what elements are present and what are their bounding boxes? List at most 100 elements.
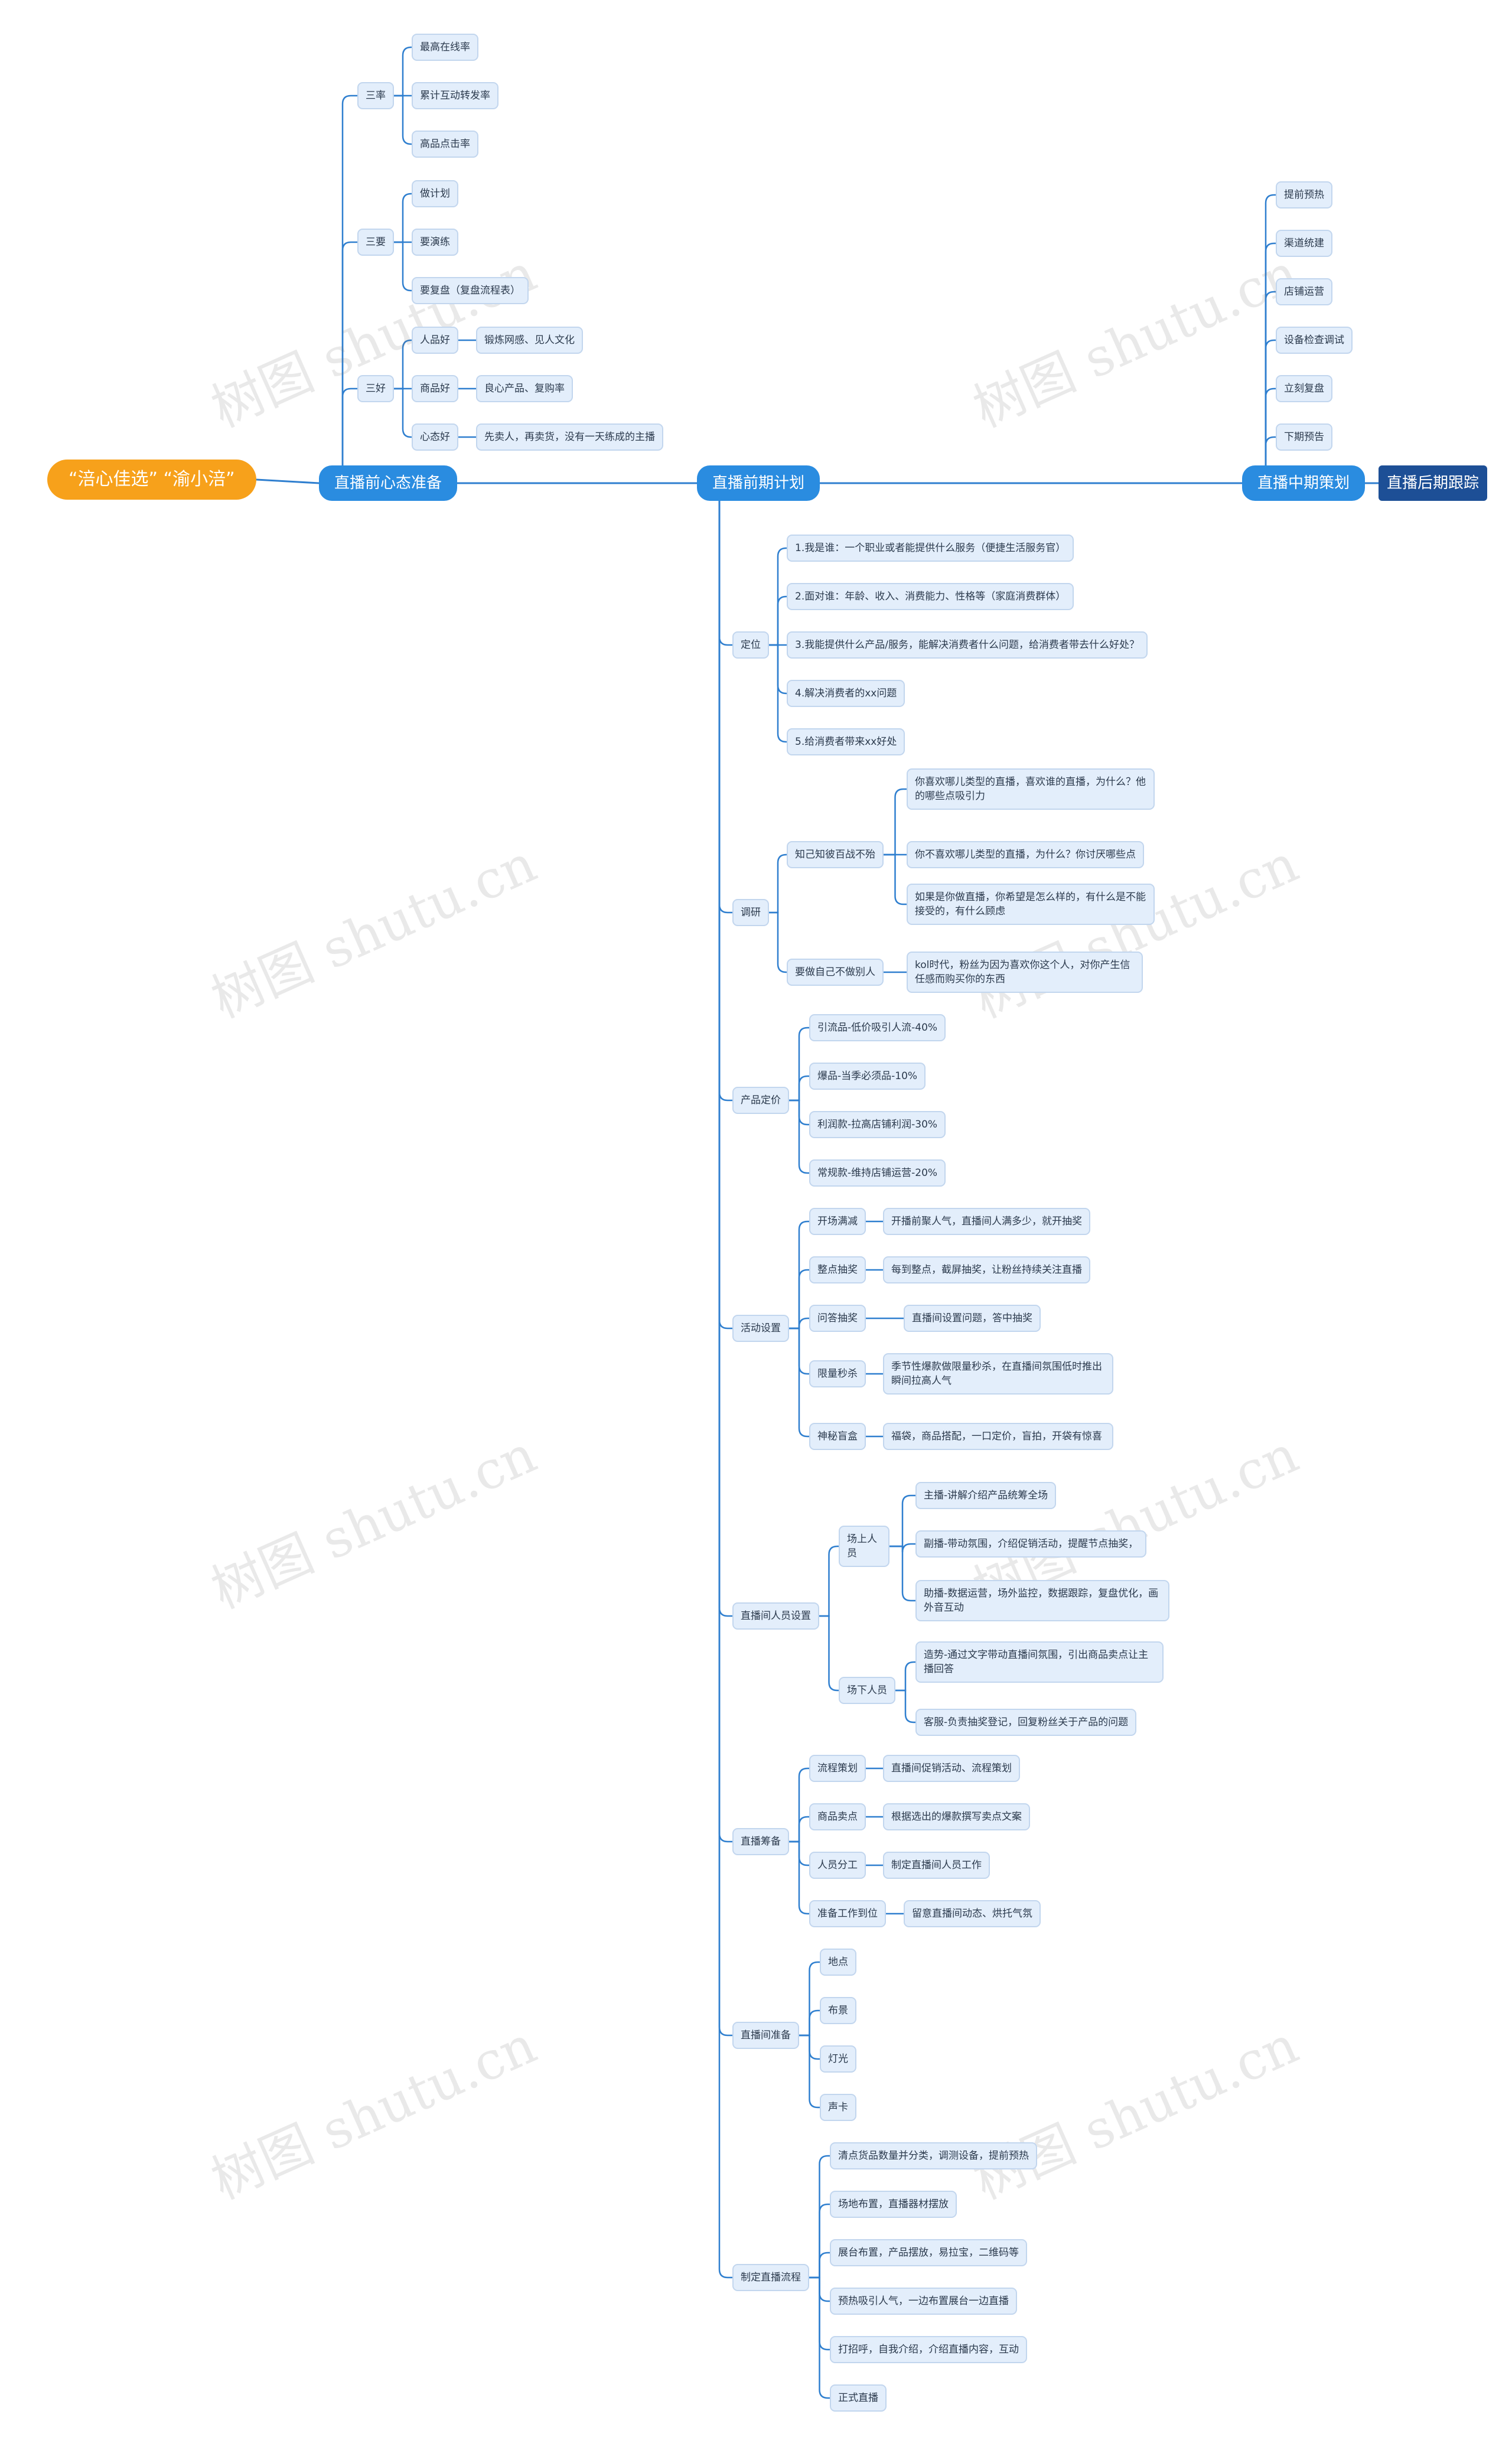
mind-map-node-lc1[interactable]: 清点货品数量并分类，调测设备，提前预热 — [830, 2142, 1037, 2169]
mind-map-node-ry1[interactable]: 场上人员 — [839, 1526, 889, 1567]
mind-map-node-hd1[interactable]: 开场满减 — [809, 1208, 866, 1235]
connector — [718, 482, 734, 2279]
mind-map-node-cb4[interactable]: 准备工作到位 — [809, 1900, 886, 1927]
connector — [818, 1545, 840, 1617]
mind-map-node-cb3[interactable]: 人员分工 — [809, 1852, 866, 1879]
connector — [894, 1689, 917, 1724]
mind-map-node-hd1a[interactable]: 开播前聚人气，直播间人满多少，就开抽奖 — [883, 1208, 1090, 1235]
mind-map-node-dw5[interactable]: 5.给消费者带来xx好处 — [787, 728, 905, 755]
mind-map-node-cb[interactable]: 直播筹备 — [732, 1828, 789, 1855]
mind-map-node-dy2[interactable]: 要做自己不做别人 — [787, 959, 884, 986]
mind-map-node-dw2[interactable]: 2.面对谁：年龄、收入、消费能力、性格等（家庭消费群体） — [787, 583, 1074, 610]
mind-map-node-cb1a[interactable]: 直播间促销活动、流程策划 — [883, 1755, 1020, 1782]
mind-map-node-ry2b[interactable]: 客服-负责抽奖登记，回复粉丝关于产品的问题 — [915, 1709, 1137, 1736]
mind-map-node-hd4a[interactable]: 季节性爆款做限量秒杀，在直播间氛围低时推出瞬间拉高人气 — [883, 1353, 1113, 1395]
mind-map-node-sy3[interactable]: 要复盘（复盘流程表） — [412, 277, 529, 304]
mind-map-node-cb2[interactable]: 商品卖点 — [809, 1803, 866, 1830]
mind-map-node-sh3a[interactable]: 先卖人，再卖货，没有一天练成的主播 — [476, 423, 663, 451]
mind-map-node-sy[interactable]: 三要 — [357, 229, 394, 256]
mind-map-node-hd[interactable]: 活动设置 — [732, 1315, 789, 1342]
mind-map-node-hd5[interactable]: 神秘盲盒 — [809, 1423, 866, 1450]
mind-map-node-dw4[interactable]: 4.解决消费者的xx问题 — [787, 680, 905, 707]
mind-map-node-sh[interactable]: 三好 — [357, 375, 394, 402]
connector — [788, 1027, 810, 1102]
mind-map-node-cb4a[interactable]: 留意直播间动态、烘托气氛 — [904, 1900, 1041, 1927]
connector — [788, 1099, 810, 1174]
mind-map-node-b2[interactable]: 直播前期计划 — [697, 465, 820, 501]
mind-map-node-sl2[interactable]: 累计互动转发率 — [412, 82, 498, 109]
mind-map-node-m1[interactable]: 提前预热 — [1276, 181, 1332, 208]
mind-map-node-lc6[interactable]: 正式直播 — [830, 2384, 887, 2412]
connector — [788, 1269, 810, 1330]
mind-map-node-lc3[interactable]: 展台布置，产品摆放，易拉宝，二维码等 — [830, 2239, 1027, 2266]
mind-map-node-sh1a[interactable]: 锻炼网感、见人文化 — [476, 327, 583, 354]
mind-map-node-m6[interactable]: 下期预告 — [1276, 423, 1332, 451]
mind-map-node-m3[interactable]: 店铺运营 — [1276, 278, 1332, 305]
mind-map-node-sl3[interactable]: 高品点击率 — [412, 131, 478, 158]
connector — [882, 853, 908, 905]
mind-map-node-dw3[interactable]: 3.我能提供什么产品/服务，能解决消费者什么问题，给消费者带去什么好处？ — [787, 631, 1148, 659]
mind-map-node-zb2[interactable]: 布景 — [820, 1997, 856, 2024]
mind-map-node-hd3a[interactable]: 直播间设置问题，答中抽奖 — [904, 1305, 1041, 1332]
mind-map-node-ry2a[interactable]: 造势-通过文字带动直播间氛围，引出商品卖点让主播回答 — [915, 1641, 1164, 1683]
mind-map-node-zb1[interactable]: 地点 — [820, 1949, 856, 1976]
mind-map-node-dy1c[interactable]: 如果是你做直播，你希望是怎么样的，有什么是不能接受的，有什么顾虑 — [907, 884, 1155, 925]
mind-map-node-zb4[interactable]: 声卡 — [820, 2094, 856, 2121]
mind-map-node-sh2[interactable]: 商品好 — [412, 375, 458, 402]
mind-map-node-zb[interactable]: 直播间准备 — [732, 2022, 799, 2049]
mind-map-node-zb3[interactable]: 灯光 — [820, 2045, 856, 2073]
mind-map-node-ry2[interactable]: 场下人员 — [839, 1677, 895, 1704]
connector — [718, 482, 734, 1330]
mind-map-node-dw1[interactable]: 1.我是谁：一个职业或者能提供什么服务（便捷生活服务官） — [787, 535, 1074, 562]
mind-map-node-sl[interactable]: 三率 — [357, 82, 394, 109]
mind-map-node-hd2[interactable]: 整点抽奖 — [809, 1256, 866, 1283]
mind-map-node-cb1[interactable]: 流程策划 — [809, 1755, 866, 1782]
mind-map-node-ry1a[interactable]: 主播-讲解介绍产品统筹全场 — [915, 1482, 1057, 1509]
mind-map-node-sy2[interactable]: 要演练 — [412, 229, 458, 256]
mind-map-node-sh2a[interactable]: 良心产品、复购率 — [476, 375, 573, 402]
mind-map-node-dy2a[interactable]: kol时代，粉丝为因为喜欢你这个人，对你产生信任感而购买你的东西 — [907, 952, 1143, 993]
mind-map-node-b4[interactable]: 直播后期跟踪 — [1379, 465, 1488, 501]
mind-map-node-hd2a[interactable]: 每到整点，截屏抽奖，让粉丝持续关注直播 — [883, 1256, 1090, 1283]
mind-map-node-dy1[interactable]: 知己知彼百战不殆 — [787, 841, 884, 868]
mind-map-node-cp[interactable]: 产品定价 — [732, 1087, 789, 1114]
mind-map-node-ry[interactable]: 直播间人员设置 — [732, 1602, 819, 1630]
mind-map-node-ry1c[interactable]: 助播-数据运营，场外监控，数据跟踪，复盘优化，画外音互动 — [915, 1580, 1169, 1621]
mind-map-node-sl1[interactable]: 最高在线率 — [412, 34, 478, 61]
mind-map-node-hd5a[interactable]: 福袋，商品搭配，一口定价，盲拍，开袋有惊喜 — [883, 1423, 1113, 1450]
connector — [888, 1545, 917, 1602]
mind-map-node-hd4[interactable]: 限量秒杀 — [809, 1360, 866, 1387]
mind-map-node-dw[interactable]: 定位 — [732, 631, 769, 659]
mind-map-node-cp3[interactable]: 利润款-拉高店铺利润-30% — [809, 1111, 946, 1138]
mind-map-node-b3[interactable]: 直播中期策划 — [1242, 465, 1366, 501]
mind-map-node-ry1b[interactable]: 副播-带动氛围，介绍促销活动，提醒节点抽奖， — [915, 1530, 1147, 1558]
connector — [393, 241, 413, 292]
mind-map-node-b1[interactable]: 直播前心态准备 — [319, 465, 458, 501]
mind-map-node-cp2[interactable]: 爆品-当季必须品-10% — [809, 1063, 926, 1090]
mind-map-node-sh3[interactable]: 心态好 — [412, 423, 458, 451]
mind-map-node-dy1b[interactable]: 你不喜欢哪儿类型的直播，为什么？你讨厌哪些点 — [907, 841, 1144, 868]
mind-map-node-sh1[interactable]: 人品好 — [412, 327, 458, 354]
mind-map-node-lc4[interactable]: 预热吸引人气，一边布置展台一边直播 — [830, 2288, 1017, 2315]
mind-map-node-dy1a[interactable]: 你喜欢哪儿类型的直播，喜欢谁的直播，为什么？他的哪些点吸引力 — [907, 768, 1155, 810]
mind-map-node-cb2a[interactable]: 根据选出的爆款撰写卖点文案 — [883, 1803, 1030, 1830]
mind-map-node-lc5[interactable]: 打招呼，自我介绍，介绍直播内容，互动 — [830, 2336, 1027, 2363]
mind-map-node-cb3a[interactable]: 制定直播间人员工作 — [883, 1852, 990, 1879]
mind-map-node-sy1[interactable]: 做计划 — [412, 180, 458, 207]
mind-map-node-m4[interactable]: 设备检查调试 — [1276, 327, 1353, 354]
root-node[interactable]: “涪心佳选” “渝小涪” — [47, 460, 256, 500]
mind-map-node-cp4[interactable]: 常规款-维持店铺运营-20% — [809, 1159, 946, 1187]
mind-map-node-cp1[interactable]: 引流品-低价吸引人流-40% — [809, 1014, 946, 1041]
mind-map-node-hd3[interactable]: 问答抽奖 — [809, 1305, 866, 1332]
connector — [788, 1327, 810, 1438]
connector — [808, 2276, 831, 2399]
mind-map-node-lc2[interactable]: 场地布置，直播器材摆放 — [830, 2191, 957, 2218]
mind-map-node-lc[interactable]: 制定直播流程 — [732, 2264, 809, 2291]
mind-map-node-m2[interactable]: 渠道统建 — [1276, 230, 1332, 257]
connector — [1265, 242, 1277, 484]
connector — [882, 788, 908, 856]
connector — [393, 193, 413, 243]
mind-map-node-dy[interactable]: 调研 — [732, 899, 769, 926]
mind-map-node-m5[interactable]: 立刻复盘 — [1276, 375, 1332, 402]
